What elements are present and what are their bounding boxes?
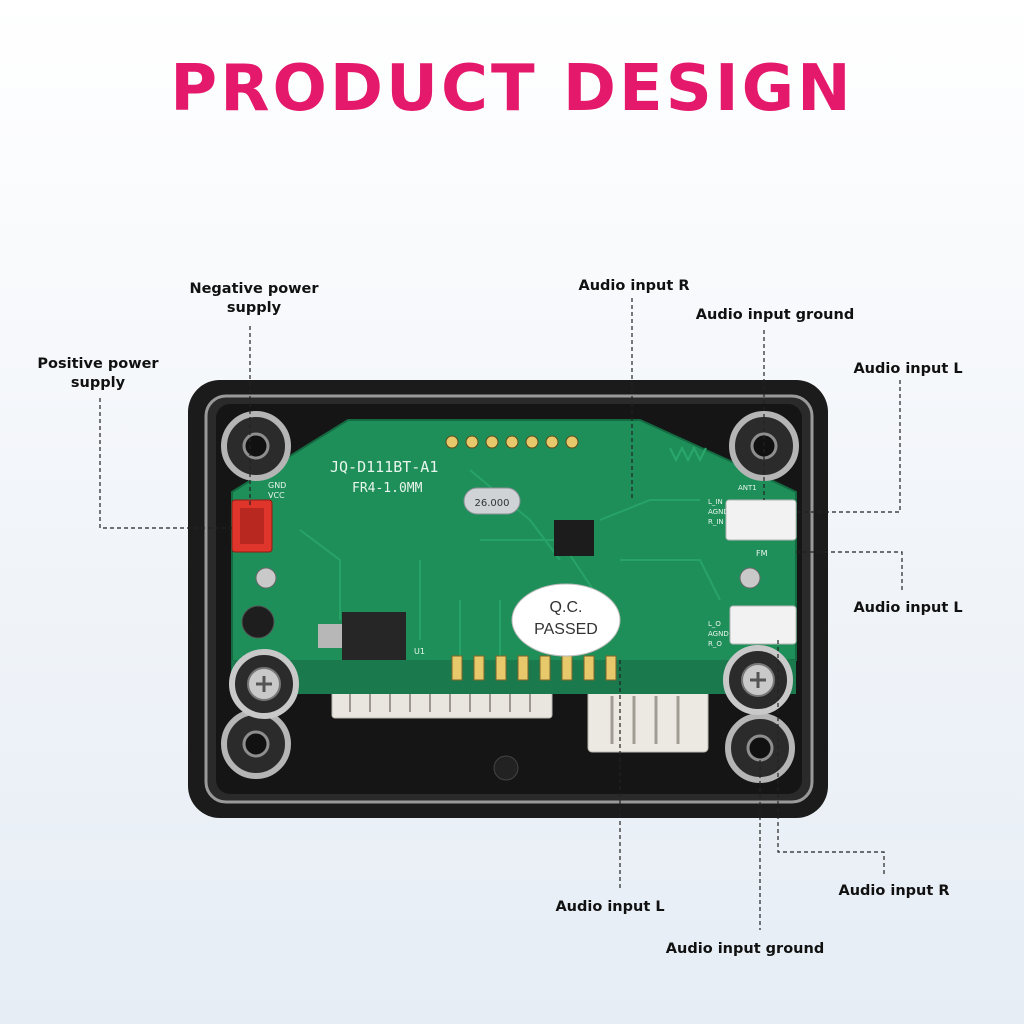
mount-post-bottom-left (221, 709, 291, 779)
ant-text: ANT1 (738, 484, 757, 492)
label-positive-power-line2: supply (70, 375, 126, 391)
mount-post-top-left (221, 411, 291, 481)
label-positive-power-supply: Positive power supply (20, 355, 176, 393)
qc-line1: Q.C. (550, 599, 583, 616)
label-negative-power-line2: supply (226, 300, 282, 316)
agnd2-text: AGND (708, 630, 729, 638)
screw-right (723, 645, 793, 715)
ro-text: R_O (708, 640, 722, 648)
crystal-label: 26.000 (475, 498, 510, 509)
main-chip (554, 520, 594, 556)
crystal (463, 487, 521, 515)
rin-text: R_IN (708, 518, 724, 526)
label-audio-input-l-top: Audio input L (853, 361, 963, 377)
u1-text: U1 (414, 647, 425, 656)
lo-text: L_O (708, 620, 721, 628)
label-negative-power-line1: Negative power (189, 281, 319, 297)
label-audio-input-ground-bottom: Audio input ground (665, 941, 825, 957)
board-spec-text: FR4-1.0MM (352, 481, 423, 496)
pcb-edge (232, 660, 796, 694)
small-screw-left (255, 567, 277, 589)
page-title: PRODUCT DESIGN (170, 52, 854, 126)
pcb-board (232, 420, 796, 690)
regulator (342, 612, 406, 660)
qc-sticker (511, 583, 621, 657)
gnd-text: GND (268, 481, 286, 490)
small-screw-right (739, 567, 761, 589)
screw-left (229, 649, 299, 719)
capacitor (241, 605, 275, 639)
label-audio-input-r-top: Audio input R (578, 278, 690, 294)
label-audio-input-l-bottom: Audio input L (555, 899, 665, 915)
board-model-text: JQ-D111BT-A1 (330, 458, 438, 476)
qc-line2: PASSED (534, 621, 598, 638)
label-negative-power-supply: Negative power supply (170, 280, 338, 318)
label-audio-input-l-mid: Audio input L (853, 600, 963, 616)
agnd-text: AGND (708, 508, 729, 516)
mount-hole (493, 755, 519, 781)
label-audio-input-ground-top: Audio input ground (695, 307, 855, 323)
audio-input-connector (725, 499, 797, 541)
vcc-text: VCC (268, 491, 285, 500)
lin-text: L_IN (708, 498, 723, 506)
label-audio-input-r-bottom: Audio input R (838, 883, 950, 899)
fm-text: FM (756, 549, 768, 558)
leader-lines (99, 298, 903, 930)
audio-output-connector (729, 605, 797, 645)
bottom-connector-right (587, 687, 709, 753)
label-positive-power-line1: Positive power (37, 356, 159, 372)
